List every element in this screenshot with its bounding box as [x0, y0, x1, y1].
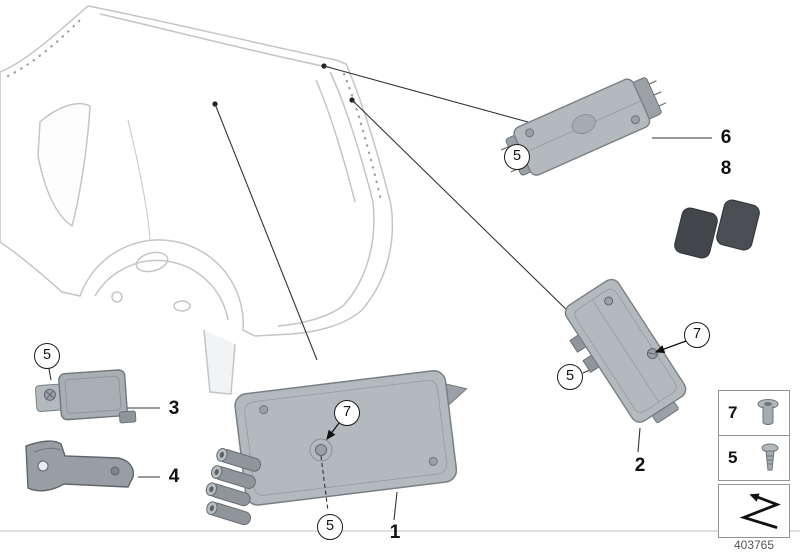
- sleeve-icon: [757, 399, 779, 425]
- part-label-1[interactable]: 1: [389, 522, 401, 543]
- part-label-6[interactable]: 6: [720, 127, 732, 148]
- component-4-bracket[interactable]: [25, 440, 135, 492]
- reference-point-dots: [212, 63, 355, 107]
- car-body-outline: [0, 5, 394, 395]
- part-label-4[interactable]: 4: [168, 466, 180, 487]
- component-1-amplifier[interactable]: [186, 367, 480, 532]
- callout-7-component-1[interactable]: 7: [334, 400, 360, 426]
- part-label-3[interactable]: 3: [168, 398, 180, 419]
- callout-7-component-2[interactable]: 7: [684, 322, 710, 348]
- legend-number-5: 5: [728, 448, 738, 467]
- pointer-arrows: [326, 340, 687, 440]
- callout-5-component-1[interactable]: 5: [317, 514, 343, 540]
- direction-arrow-icon: [739, 493, 781, 529]
- callout-5-component-3[interactable]: 5: [34, 343, 60, 369]
- legend-row-sleeve: 7: [718, 390, 790, 436]
- leader-lines: [48, 65, 712, 521]
- component-2-amplifier[interactable]: [554, 276, 694, 438]
- component-8-pads[interactable]: [673, 198, 761, 259]
- dashed-screw-line: [320, 455, 329, 512]
- component-3-module[interactable]: [34, 369, 137, 429]
- callout-5-component-6[interactable]: 5: [504, 144, 530, 170]
- screw-icon: [761, 443, 779, 471]
- part-label-8[interactable]: 8: [720, 158, 732, 179]
- callout-5-component-2[interactable]: 5: [557, 364, 583, 390]
- direction-arrow-box: [718, 484, 790, 538]
- legend-number-7: 7: [728, 403, 738, 422]
- legend-row-screw: 5: [718, 435, 790, 481]
- connector-ports: [205, 447, 262, 526]
- diagram-part-number: 403765: [733, 538, 775, 552]
- part-label-2[interactable]: 2: [634, 455, 646, 476]
